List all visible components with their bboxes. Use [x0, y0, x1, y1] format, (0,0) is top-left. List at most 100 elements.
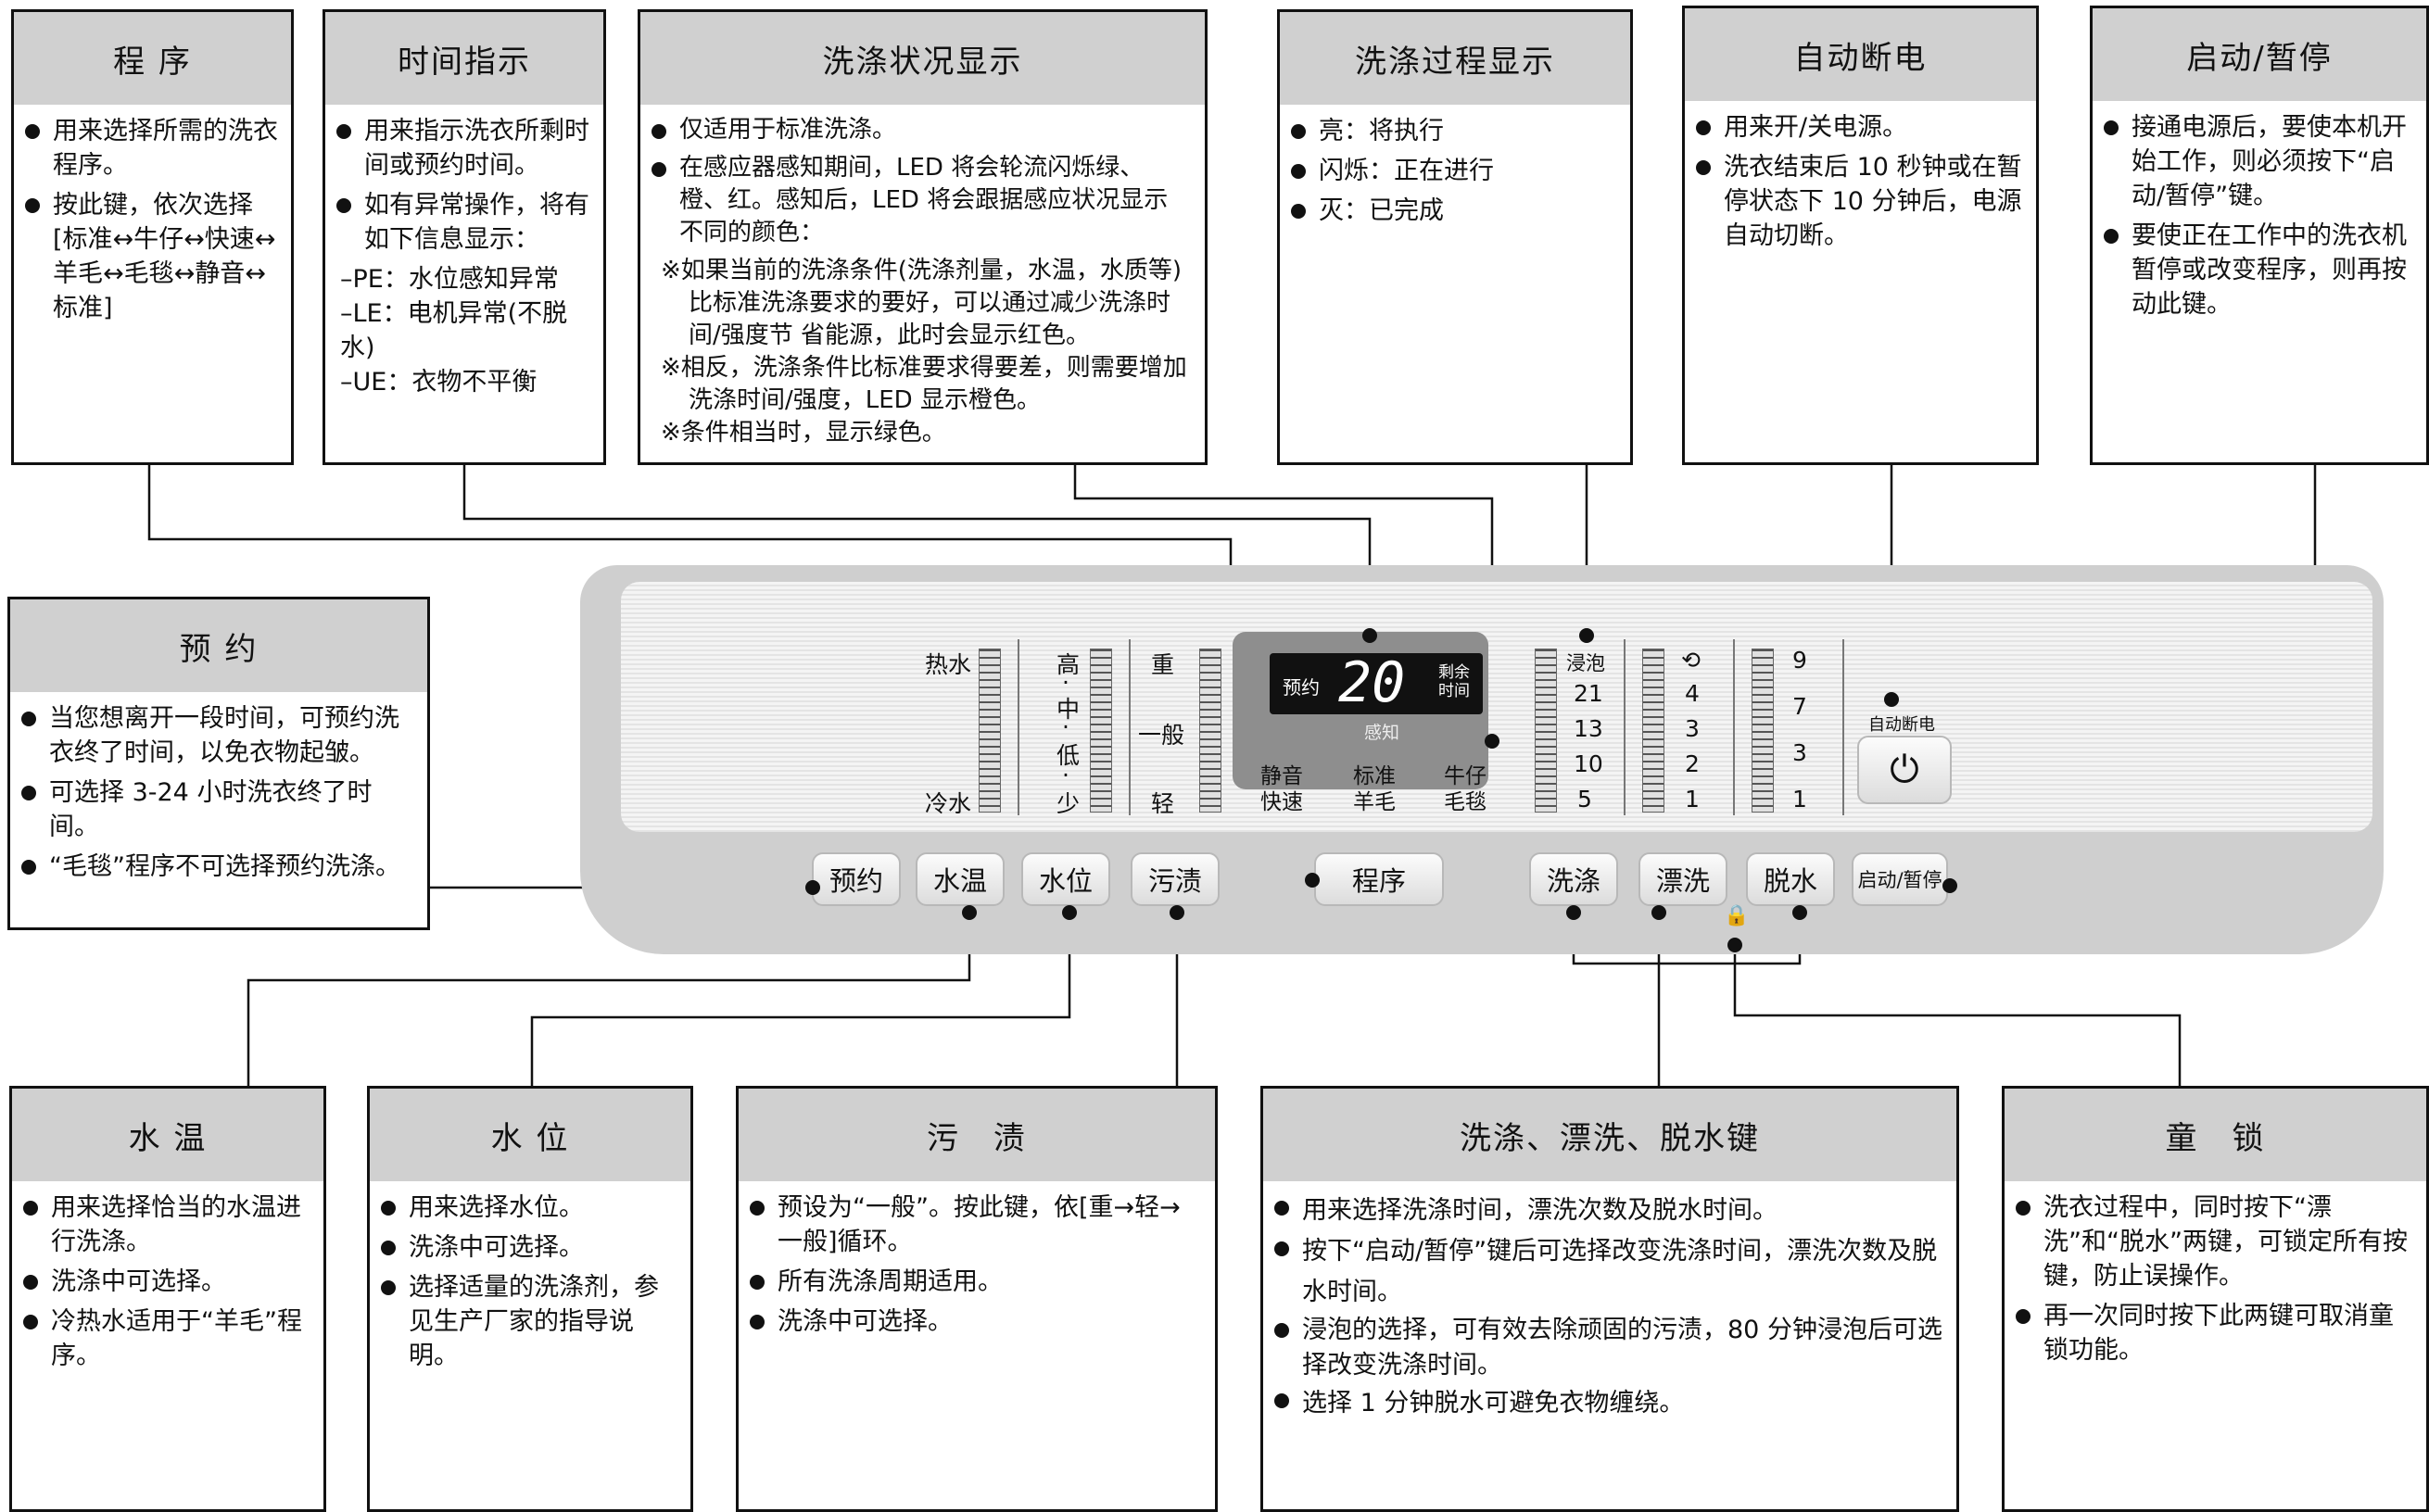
box-item: 预设为“一般”。按此键，依[重→轻→一般]循环。 — [750, 1191, 1202, 1259]
spin-time-label: 7 — [1792, 693, 1807, 720]
level-label-6: 少 — [1056, 790, 1081, 817]
box-note: ※条件相当时，显示绿色。 — [661, 419, 946, 447]
rinse-indicator-bar — [1642, 649, 1664, 813]
box-title: 洗涤、漂洗、脱水键 — [1263, 1089, 1956, 1181]
box-title: 洗涤过程显示 — [1280, 12, 1630, 105]
box-item: 仅适用于标准洗涤。 — [652, 114, 1192, 146]
start-pause-box: 启动/暂停 接通电源后，要使本机开始工作，则必须按下“启动/暂停”键。 要使正在… — [2090, 6, 2429, 465]
divider — [1129, 639, 1131, 815]
level-label-1: · — [1062, 669, 1069, 696]
connector-dot — [1062, 905, 1077, 920]
soil-light-label: 轻 — [1151, 790, 1175, 817]
wash-time-label: 13 — [1574, 715, 1603, 742]
spin-button[interactable]: 脱水 — [1746, 852, 1835, 906]
connector-dot — [1579, 628, 1594, 643]
wash-status-box: 洗涤状况显示 仅适用于标准洗涤。 在感应器感知期间，LED 将会轮流闪烁绿、橙、… — [638, 9, 1208, 465]
box-title: 洗涤状况显示 — [640, 12, 1205, 105]
rinse-count-label: 1 — [1685, 786, 1700, 813]
wash-time-label: 10 — [1574, 750, 1603, 777]
box-item: 用来选择洗涤时间，漂洗次数及脱水时间。 — [1274, 1191, 1943, 1231]
rinse-button[interactable]: 漂洗 — [1638, 852, 1727, 906]
connector-dot — [1651, 905, 1666, 920]
error-code: –UE：衣物不平衡 — [340, 368, 538, 397]
connector-dot — [1170, 905, 1184, 920]
error-code: –LE：电机异常(不脱水) — [340, 299, 568, 362]
box-title: 水 位 — [370, 1089, 690, 1181]
box-item: 闪烁：正在进行 — [1291, 154, 1617, 188]
divider — [1733, 639, 1735, 815]
box-note: ※如果当前的洗涤条件(洗涤剂量，水温，水质等)比标准洗涤要求的要好，可以通过减少… — [661, 257, 1183, 349]
box-title: 预 约 — [10, 599, 427, 692]
connector-dot — [1485, 734, 1499, 749]
spin-indicator-bar — [1752, 649, 1774, 813]
box-item: 按此键，依次选择[标准↔牛仔↔快速↔羊毛↔毛毯↔静音↔标准] — [25, 188, 278, 325]
connector-dot — [962, 905, 977, 920]
child-lock-icon: 🔒 — [1724, 904, 1750, 927]
box-item: 洗衣过程中，同时按下“漂洗”和“脱水”两键，可锁定所有按键，防止误操作。 — [2016, 1191, 2413, 1293]
box-item: 亮：将执行 — [1291, 114, 1617, 148]
box-item: 用来指示洗衣所剩时间或预约时间。 — [336, 114, 590, 183]
spin-time-label: 9 — [1792, 647, 1807, 674]
panel-face — [621, 582, 2372, 832]
time-box: 时间指示 用来指示洗衣所剩时间或预约时间。 如有异常操作，将有如下信息显示： –… — [323, 9, 606, 465]
program-label-denim: 牛仔 — [1444, 764, 1486, 788]
soil-button[interactable]: 污渍 — [1131, 852, 1220, 906]
water-temp-button[interactable]: 水温 — [916, 852, 1005, 906]
connector-dot — [1727, 938, 1742, 952]
box-item: 接通电源后，要使本机开始工作，则必须按下“启动/暂停”键。 — [2104, 110, 2413, 213]
program-label-wool: 羊毛 — [1353, 790, 1396, 814]
box-note: ※相反，洗涤条件比标准要求得要差，则需要增加洗涤时间/强度，LED 显示橙色。 — [661, 354, 1187, 414]
water-level-box: 水 位 用来选择水位。 洗涤中可选择。 选择适量的洗涤剂，参见生产厂家的指导说明… — [367, 1086, 693, 1512]
box-item: 用来开/关电源。 — [1696, 110, 2023, 145]
water-temp-box: 水 温 用来选择恰当的水温进行洗涤。 洗涤中可选择。 冷热水适用于“羊毛”程序。 — [9, 1086, 326, 1512]
soil-heavy-label: 重 — [1151, 651, 1175, 678]
wash-indicator-bar — [1535, 649, 1557, 813]
box-title: 水 温 — [12, 1089, 323, 1181]
box-item: 所有洗涤周期适用。 — [750, 1265, 1202, 1299]
lcd-digits: 20 — [1338, 650, 1406, 715]
box-item: 用来选择所需的洗衣程序。 — [25, 114, 278, 183]
start-pause-button[interactable]: 启动/暂停 — [1852, 852, 1948, 906]
program-button[interactable]: 程序 — [1314, 852, 1444, 906]
box-item: 灭：已完成 — [1291, 194, 1617, 228]
reserve-button[interactable]: 预约 — [812, 852, 901, 906]
auto-off-box: 自动断电 用来开/关电源。 洗衣结束后 10 秒钟或在暂停状态下 10 分钟后，… — [1682, 6, 2039, 465]
box-title: 程 序 — [14, 12, 291, 105]
program-label-blanket: 毛毯 — [1444, 790, 1486, 814]
box-item: 洗涤中可选择。 — [381, 1230, 677, 1265]
box-title: 启动/暂停 — [2093, 8, 2426, 101]
level-label-0: 高 — [1056, 651, 1081, 678]
level-label-2: 中 — [1056, 696, 1081, 723]
divider — [1842, 639, 1844, 815]
soil-indicator-bar — [1199, 649, 1221, 813]
water-level-button[interactable]: 水位 — [1021, 852, 1110, 906]
soil-normal-label: 一般 — [1138, 722, 1185, 749]
wash-time-label: 21 — [1574, 680, 1603, 707]
temp-cold-label: 冷水 — [925, 790, 972, 817]
connector-dot — [1792, 905, 1807, 920]
box-item: 再一次同时按下此两键可取消童锁功能。 — [2016, 1299, 2413, 1367]
box-title: 时间指示 — [325, 12, 603, 105]
connector-dot — [1362, 628, 1377, 643]
box-item: 洗涤中可选择。 — [23, 1265, 310, 1299]
lcd-reserve-label: 预约 — [1283, 676, 1320, 699]
power-button[interactable]: ⏻ — [1857, 736, 1952, 804]
connector-dot — [1305, 873, 1320, 888]
spin-time-label: 3 — [1792, 739, 1807, 766]
lcd-remain-label: 剩余 时间 — [1438, 663, 1470, 700]
divider — [1624, 639, 1626, 815]
box-item: 选择适量的洗涤剂，参见生产厂家的指导说明。 — [381, 1270, 677, 1373]
box-title: 自动断电 — [1685, 8, 2036, 101]
temp-hot-label: 热水 — [925, 651, 972, 678]
box-item: 冷热水适用于“羊毛”程序。 — [23, 1304, 310, 1373]
level-label-4: 低 — [1056, 742, 1081, 769]
wash-button[interactable]: 洗涤 — [1529, 852, 1618, 906]
wash-keys-box: 洗涤、漂洗、脱水键 用来选择洗涤时间，漂洗次数及脱水时间。 按下“启动/暂停”键… — [1260, 1086, 1959, 1512]
box-item: 洗涤中可选择。 — [750, 1304, 1202, 1339]
box-item: 选择 1 分钟脱水可避免衣物缠绕。 — [1274, 1383, 1943, 1424]
box-item: 用来选择恰当的水温进行洗涤。 — [23, 1191, 310, 1259]
process-box: 洗涤过程显示 亮：将执行 闪烁：正在进行 灭：已完成 — [1277, 9, 1633, 465]
child-lock-box: 童 锁 洗衣过程中，同时按下“漂洗”和“脱水”两键，可锁定所有按键，防止误操作。… — [2002, 1086, 2429, 1512]
spin-time-label: 1 — [1792, 786, 1807, 813]
soil-box: 污 渍 预设为“一般”。按此键，依[重→轻→一般]循环。 所有洗涤周期适用。 洗… — [736, 1086, 1218, 1512]
